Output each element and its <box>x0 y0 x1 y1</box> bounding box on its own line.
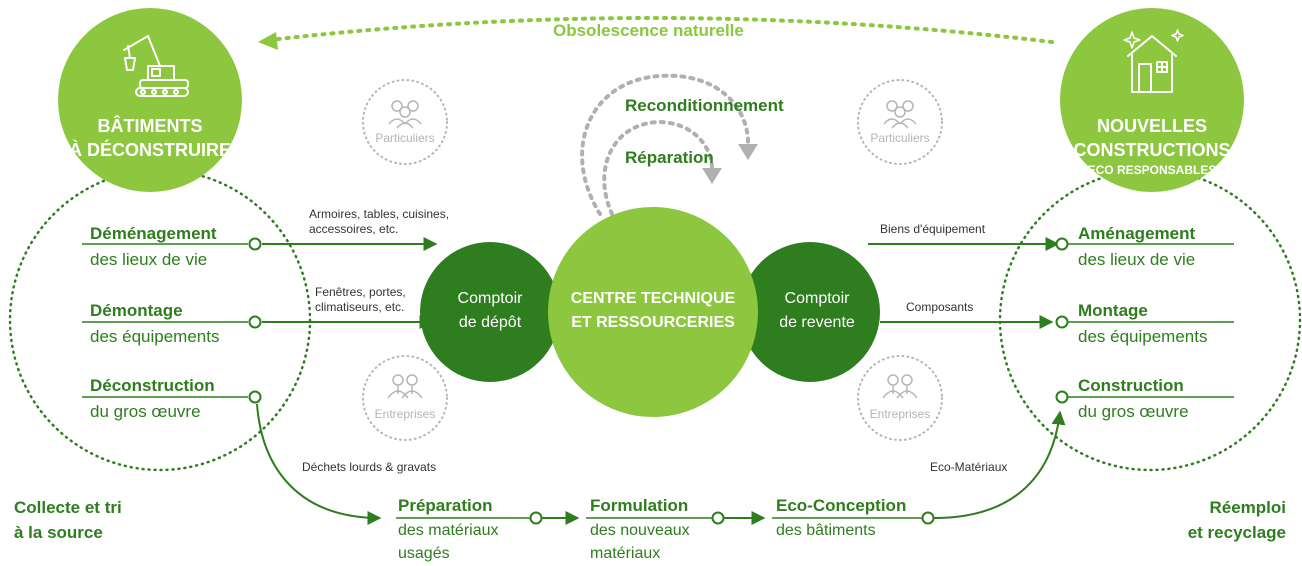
entreprises-left-label: Entreprises <box>374 407 436 421</box>
revente-line1: Comptoir <box>784 290 850 307</box>
armoires-label-1: Armoires, tables, cuisines, <box>309 207 450 221</box>
step-2-sub1: des nouveaux <box>590 522 690 539</box>
crane-excavator-icon <box>123 35 189 97</box>
reparation-arrowhead <box>702 168 722 184</box>
right-circle-line3: ECO RESPONSABLES <box>1087 163 1217 177</box>
reemploi-label-2: et recyclage <box>1187 523 1286 542</box>
biens-label: Biens d'équipement <box>880 222 986 236</box>
bottom-node-2 <box>711 511 725 525</box>
business-people-icon <box>387 374 423 399</box>
bottom-node-3 <box>921 511 935 525</box>
right-dotted-ring <box>998 168 1302 472</box>
reconditionnement-loop <box>580 73 750 216</box>
obsolescence-arrowhead <box>258 32 278 50</box>
right-item-2-sub: des équipements <box>1078 327 1208 346</box>
obsolescence-label: Obsolescence naturelle <box>553 21 744 40</box>
right-circle-line2: CONSTRUCTIONS <box>1073 140 1231 160</box>
left-node-1 <box>248 237 262 251</box>
fenetres-label-1: Fenêtres, portes, <box>315 285 406 299</box>
reparation-loop <box>602 119 714 216</box>
reconditionnement-arrowhead <box>738 144 758 160</box>
eco-materiaux-curve <box>933 410 1066 519</box>
bottom-node-1 <box>529 511 543 525</box>
left-node-3 <box>248 390 262 404</box>
right-node-3 <box>1055 390 1069 404</box>
left-item-1-title: Déménagement <box>90 224 217 243</box>
reparation-label: Réparation <box>625 148 714 167</box>
centre-line1: CENTRE TECHNIQUE <box>570 290 736 307</box>
armoires-label-2: accessoires, etc. <box>309 222 399 236</box>
people-group-icon <box>388 100 422 129</box>
entreprises-right-ring <box>857 355 943 441</box>
step-1-sub2: usagés <box>398 545 450 562</box>
left-node-2 <box>248 315 262 329</box>
depot-circle <box>420 242 560 382</box>
step-3-sub1: des bâtiments <box>776 522 876 539</box>
step-2-title: Formulation <box>590 496 689 515</box>
particuliers-right-ring <box>857 79 943 165</box>
composants-label: Composants <box>906 300 974 314</box>
collecte-label-2: à la source <box>14 523 103 542</box>
dechets-curve <box>256 403 382 525</box>
right-top-circle <box>1060 8 1244 192</box>
step-2-sub2: matériaux <box>590 545 661 562</box>
particuliers-left-ring <box>362 79 448 165</box>
reemploi-label-1: Réemploi <box>1209 498 1286 517</box>
right-item-1-title: Aménagement <box>1078 224 1196 243</box>
right-node-2 <box>1055 315 1069 329</box>
house-sparkle-icon <box>1123 29 1184 93</box>
right-node-1 <box>1055 237 1069 251</box>
right-item-2-title: Montage <box>1078 301 1148 320</box>
right-item-1-sub: des lieux de vie <box>1078 250 1196 269</box>
left-dotted-ring <box>8 168 312 472</box>
left-circle-line1: BÂTIMENTS <box>97 116 203 136</box>
entreprises-left-ring <box>362 355 448 441</box>
right-item-3-title: Construction <box>1078 376 1184 395</box>
reconditionnement-label: Reconditionnement <box>625 96 784 115</box>
depot-line2: de dépôt <box>458 314 522 331</box>
fenetres-label-2: climatiseurs, etc. <box>315 300 405 314</box>
left-item-2-title: Démontage <box>90 301 183 320</box>
step-1-sub1: des matériaux <box>398 522 499 539</box>
dechets-label: Déchets lourds & gravats <box>302 460 437 474</box>
particuliers-left-label: Particuliers <box>375 131 435 145</box>
centre-circle <box>548 207 758 417</box>
centre-line2: ET RESSOURCERIES <box>571 314 735 331</box>
entreprises-right-label: Entreprises <box>869 407 931 421</box>
particuliers-right-label: Particuliers <box>870 131 930 145</box>
revente-circle <box>740 242 880 382</box>
step-3-title: Eco-Conception <box>776 496 907 515</box>
left-item-3-sub: du gros œuvre <box>90 402 201 421</box>
business-people-icon <box>882 374 918 399</box>
left-circle-line2: À DÉCONSTRUIRE <box>68 140 231 160</box>
step-1-title: Préparation <box>398 496 493 515</box>
revente-line2: de revente <box>779 314 855 331</box>
eco-materiaux-label: Eco-Matériaux <box>930 460 1008 474</box>
people-group-icon <box>883 100 917 129</box>
left-item-3-title: Déconstruction <box>90 376 215 395</box>
right-circle-line1: NOUVELLES <box>1096 116 1207 136</box>
left-item-1-sub: des lieux de vie <box>90 250 208 269</box>
right-item-3-sub: du gros œuvre <box>1078 402 1189 421</box>
left-item-2-sub: des équipements <box>90 327 220 346</box>
left-top-circle <box>58 8 242 192</box>
depot-line1: Comptoir <box>457 290 523 307</box>
collecte-label-1: Collecte et tri <box>14 498 122 517</box>
